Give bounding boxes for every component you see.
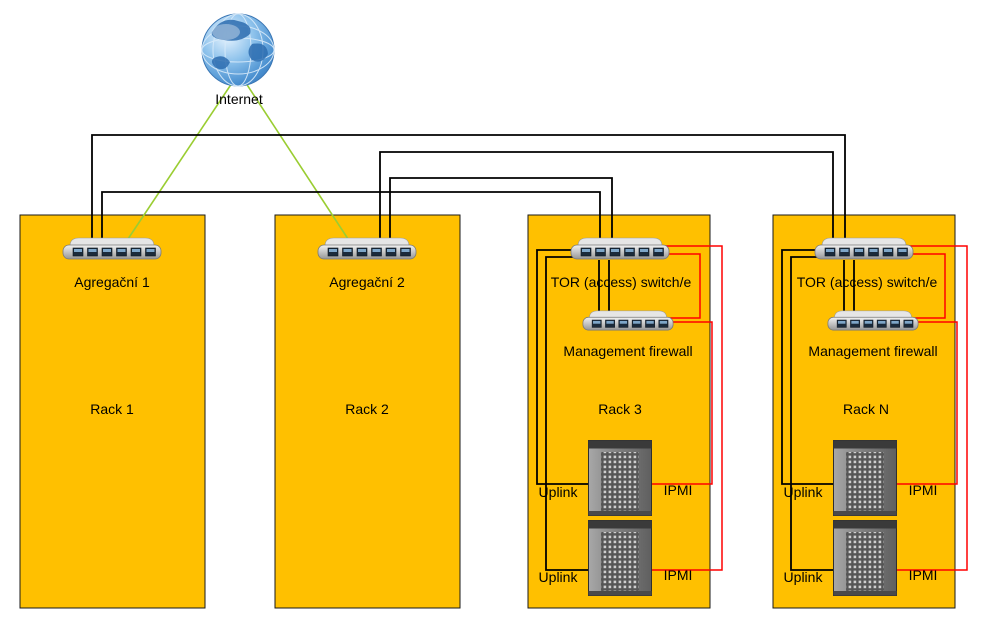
rack3-title: Rack 3 [598,401,642,417]
management-firewall-rackN-icon [828,311,918,330]
link-agg2-tor3 [389,177,613,250]
link-agg1-tor3 [101,191,601,250]
tor-switch-rackN-icon [815,238,913,259]
aggregation-switch-2-label: Agregační 2 [329,274,405,290]
link-torN-server2-uplink [790,256,833,571]
link-firewallN-server1-ipmi [897,321,958,485]
tor-switch-rack3-label: TOR (access) switch/e [550,274,692,290]
internet-label: Internet [215,91,263,107]
server2-rack3-icon [588,520,652,596]
link-tor3-server2-ipmi [652,245,723,571]
rack2-title: Rack 2 [345,401,389,417]
server1-uplink-rack3-label: Uplink [538,484,578,500]
management-firewall-rack3-icon [583,311,673,330]
rackN-title: Rack N [843,401,889,417]
link-firewall3-server1-ipmi [652,321,713,485]
server1-ipmi-rack3-label: IPMI [663,482,693,498]
server1-rack3-icon [588,440,652,516]
link-tor3-firewall3-ipmi [660,253,701,319]
server2-ipmi-rackN-label: IPMI [908,567,938,583]
management-firewall-rack3-label: Management firewall [563,343,693,359]
server2-rackN-icon [833,520,897,596]
server2-uplink-rackN-label: Uplink [783,569,823,585]
server2-uplink-rack3-label: Uplink [538,569,578,585]
server1-uplink-rackN-label: Uplink [783,484,823,500]
link-internet-agg1 [123,73,239,246]
internet-globe-icon [201,13,275,87]
link-torN-firewallN-ipmi [905,253,946,319]
link-tor3-server1-uplink [536,249,588,485]
rack2-panel [274,214,461,609]
tor-switch-rackN-label: TOR (access) switch/e [796,274,938,290]
server2-ipmi-rack3-label: IPMI [663,567,693,583]
aggregation-switch-1-label: Agregační 1 [74,274,150,290]
link-agg2-torN [379,151,834,250]
rack1-panel [19,214,206,609]
tor-switch-rack3-icon [571,238,669,259]
server1-rackN-icon [833,440,897,516]
link-torN-server1-uplink [781,249,833,485]
link-agg1-torN [91,134,846,250]
aggregation-switch-2-icon [318,238,416,259]
link-tor3-server2-uplink [545,256,588,571]
link-torN-server2-ipmi [897,245,968,571]
management-firewall-rackN-label: Management firewall [808,343,938,359]
server1-ipmi-rackN-label: IPMI [908,482,938,498]
link-internet-agg2 [239,73,353,246]
aggregation-switch-1-icon [63,238,161,259]
rack3-panel [527,214,711,609]
rack1-title: Rack 1 [90,401,134,417]
